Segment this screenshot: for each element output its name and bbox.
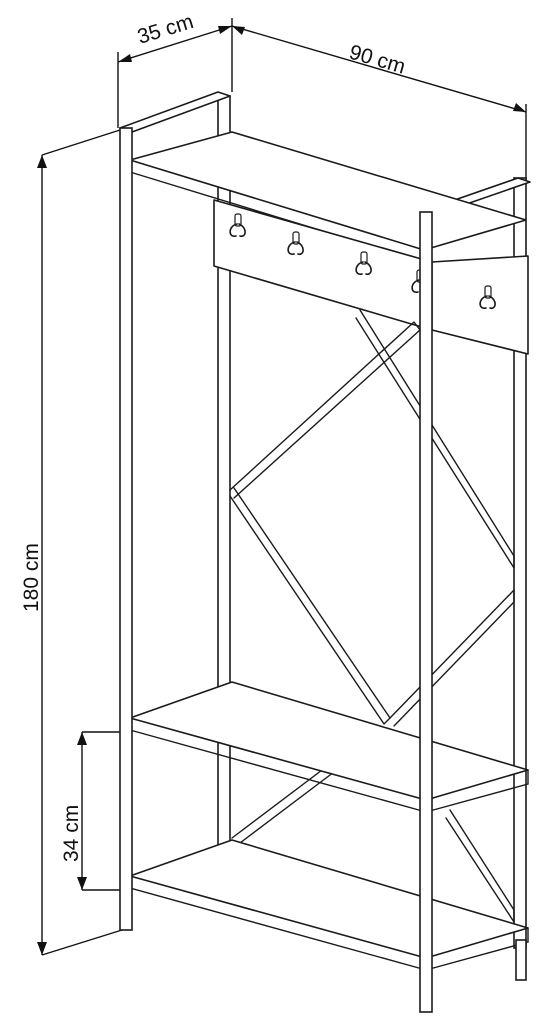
top-left-side-rail <box>119 91 231 133</box>
height-dimension <box>37 129 123 956</box>
depth-dimension <box>117 18 233 128</box>
coat-hook <box>287 231 304 256</box>
coat-hook <box>479 285 496 310</box>
bottom-shelf <box>129 839 529 959</box>
width-dimension <box>231 25 527 180</box>
front-left-post <box>119 127 133 931</box>
coat-hook <box>229 213 246 238</box>
coat-hook <box>355 251 372 276</box>
front-right-post <box>419 211 433 1013</box>
height-label: 180 cm <box>20 543 43 612</box>
middle-shelf <box>129 681 529 801</box>
back-diagonal-braces <box>229 309 515 923</box>
back-right-post-foot <box>515 939 527 981</box>
width-label: 90 cm <box>347 41 408 79</box>
depth-label: 35 cm <box>135 10 196 49</box>
coat-rack <box>119 91 531 1013</box>
shelf-gap-label: 34 cm <box>60 805 83 862</box>
